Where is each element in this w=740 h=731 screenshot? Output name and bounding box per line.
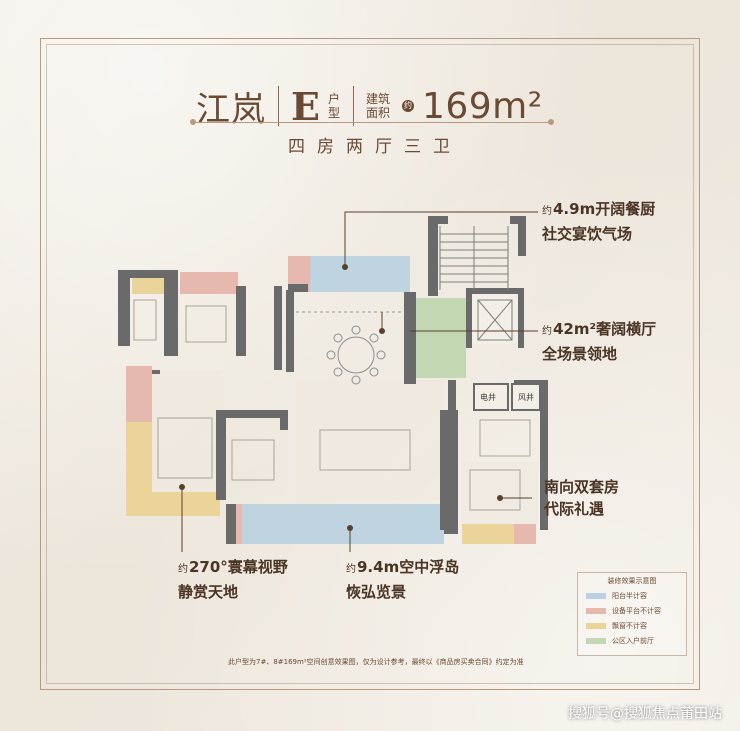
elevator-hall-floor bbox=[466, 292, 522, 344]
area-value: 169m² bbox=[421, 85, 543, 127]
balcony-top-zone bbox=[292, 256, 410, 292]
callout-kitchen-line1: 4.9m开阔餐厨 bbox=[553, 200, 656, 218]
inner-frame bbox=[46, 44, 694, 684]
callout-view-approx: 约 bbox=[178, 564, 188, 575]
shaft-air-label: 风井 bbox=[518, 393, 534, 402]
callout-living-approx: 约 bbox=[542, 326, 552, 337]
approx-badge: 约 bbox=[401, 100, 414, 112]
title-underline bbox=[196, 122, 550, 123]
callout-island-line2: 恢弘览景 bbox=[346, 583, 407, 601]
legend-item-balcony: 阳台半计容 bbox=[586, 591, 686, 601]
bedroom-mid-floor bbox=[224, 414, 284, 494]
callout-living-line1: 42m²奢阔横厅 bbox=[553, 320, 657, 338]
unit-suffix: 户型 bbox=[327, 92, 340, 120]
unit-letter: E bbox=[291, 83, 320, 129]
callout-master-line2: 代际礼遇 bbox=[544, 500, 605, 518]
title-row: 江岚 E 户型 建筑面积 约 169m² bbox=[196, 78, 543, 134]
callout-living-line2: 全场景领地 bbox=[542, 345, 618, 363]
platform-bottom-right-zone bbox=[514, 524, 536, 544]
balcony-bottom-zone bbox=[236, 504, 444, 544]
disclaimer-footnote: 此户型为7#、8#169m²空间创意效果图，仅为设计参考，最终以《商品房买卖合同… bbox=[228, 658, 524, 666]
legend-swatch-platform bbox=[586, 608, 606, 614]
callout-view-line2: 静赏天地 bbox=[178, 583, 239, 601]
callout-island-approx: 约 bbox=[346, 564, 356, 575]
foyer-zone bbox=[410, 298, 466, 378]
platform-top-zone bbox=[288, 256, 310, 292]
legend-swatch-bay bbox=[586, 623, 606, 629]
callout-island: 约9.4m空中浮岛 恢弘览景 bbox=[346, 556, 459, 603]
legend-label-bay: 飘窗不计容 bbox=[612, 622, 647, 630]
callout-island-line1: 9.4m空中浮岛 bbox=[357, 558, 460, 576]
bay-window-bottom-zone bbox=[126, 492, 220, 516]
legend-item-foyer: 公区入户前厅 bbox=[586, 636, 686, 646]
callout-view-line1: 270°寰幕视野 bbox=[189, 558, 288, 576]
outer-frame bbox=[40, 38, 700, 690]
legend-title: 装修效果示意图 bbox=[607, 577, 657, 585]
callout-master: 南向双套房 代际礼遇 bbox=[544, 476, 619, 520]
bedroom-top-floor bbox=[178, 296, 244, 356]
legend: 装修效果示意图 阳台半计容 设备平台不计容 飘窗不计容 公区入户前厅 bbox=[577, 572, 687, 656]
shaft-electric bbox=[473, 383, 509, 411]
legend-label-foyer: 公区入户前厅 bbox=[612, 637, 654, 645]
underline-dot-left bbox=[190, 119, 196, 125]
callout-kitchen-approx: 约 bbox=[542, 206, 552, 217]
bedroom-left-floor bbox=[152, 370, 222, 490]
underline-dot-right bbox=[548, 119, 554, 125]
callout-view: 约270°寰幕视野 静赏天地 bbox=[178, 556, 288, 603]
callout-kitchen: 约4.9m开阔餐厨 社交宴饮气场 bbox=[542, 198, 655, 245]
callout-kitchen-line2: 社交宴饮气场 bbox=[542, 225, 633, 243]
title-divider-2 bbox=[352, 86, 354, 126]
legend-item-bay: 飘窗不计容 bbox=[586, 621, 686, 631]
legend-swatch-balcony bbox=[586, 593, 606, 599]
legend-item-platform: 设备平台不计容 bbox=[586, 606, 686, 616]
shaft-electric-label: 电井 bbox=[480, 393, 496, 402]
living-floor bbox=[296, 380, 442, 500]
callout-living: 约42m²奢阔横厅 全场景领地 bbox=[542, 318, 656, 365]
bay-bottom-right-zone bbox=[462, 524, 516, 544]
area-label: 建筑面积 bbox=[365, 92, 390, 120]
callout-master-line1: 南向双套房 bbox=[544, 478, 620, 496]
shaft-air bbox=[511, 383, 541, 411]
platform-zone-2 bbox=[180, 272, 238, 294]
platform-left-zone bbox=[126, 366, 152, 422]
legend-label-platform: 设备平台不计容 bbox=[612, 607, 661, 615]
title-divider bbox=[278, 86, 279, 126]
watermark: 搜狐号@搜狐焦点莆田站 bbox=[568, 706, 722, 722]
legend-swatch-foyer bbox=[586, 638, 606, 644]
room-config-subtitle: 四房两厅三卫 bbox=[288, 137, 462, 157]
master-floor bbox=[462, 462, 538, 524]
legend-label-balcony: 阳台半计容 bbox=[612, 592, 647, 600]
